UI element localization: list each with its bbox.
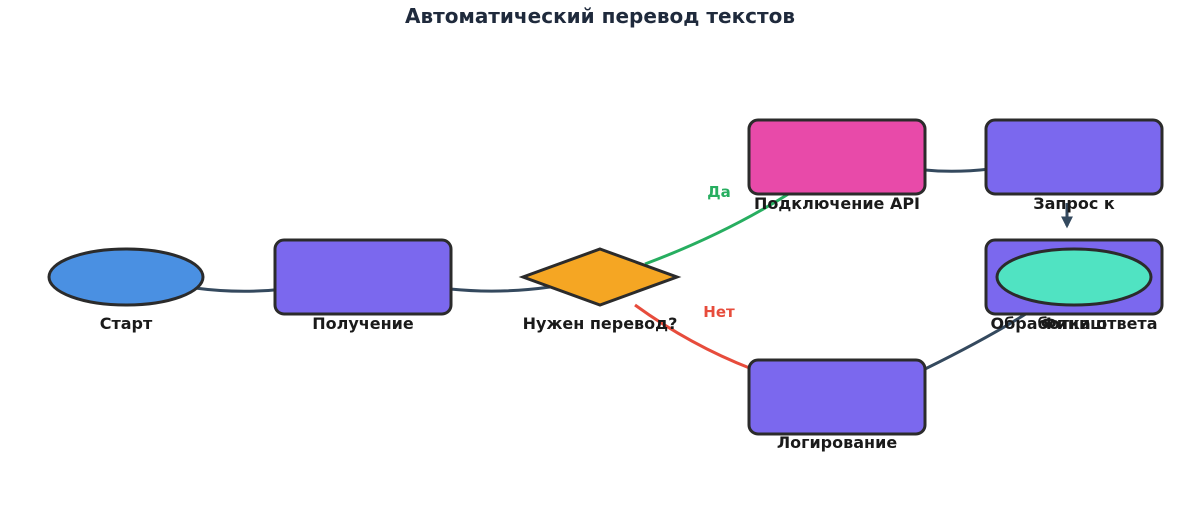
logging-box (747, 358, 927, 436)
edge-label-no: Нет (703, 303, 735, 321)
finish-ellipse (995, 247, 1153, 307)
node-api: Подключение API (747, 118, 927, 213)
edge-logging-to-finish (924, 308, 1033, 371)
node-logging: Логирование (747, 358, 927, 452)
logging-label: Логирование (777, 433, 897, 452)
start-ellipse (47, 247, 205, 307)
diagram-title: Автоматический перевод текстов (405, 4, 795, 28)
node-decision: Нужен перевод? (518, 247, 682, 333)
api-label: Подключение API (754, 194, 920, 213)
receive-label: Получение (312, 314, 414, 333)
edge-start-to-receive (194, 286, 286, 293)
decision-diamond (518, 247, 682, 307)
node-receive: Получение (273, 238, 453, 333)
receive-box (273, 238, 453, 316)
edge-api-to-request (924, 167, 991, 173)
start-label: Старт (100, 314, 153, 333)
api-box (747, 118, 927, 196)
edge-label-yes: Да (707, 183, 730, 201)
node-start: Старт (47, 247, 205, 333)
edge-receive-to-decision (449, 285, 551, 293)
request-label: Запрос к (1033, 194, 1115, 213)
request-box (984, 118, 1164, 196)
decision-label: Нужен перевод? (523, 314, 678, 333)
edge-decision-to-api-yes (644, 191, 791, 266)
process-label: Обработка ответа (991, 314, 1158, 333)
node-request: Запрос к (984, 118, 1164, 213)
edge-decision-to-logging-no (634, 303, 753, 371)
node-finish: Финиш (995, 247, 1153, 333)
finish-label: Финиш (1041, 314, 1107, 333)
